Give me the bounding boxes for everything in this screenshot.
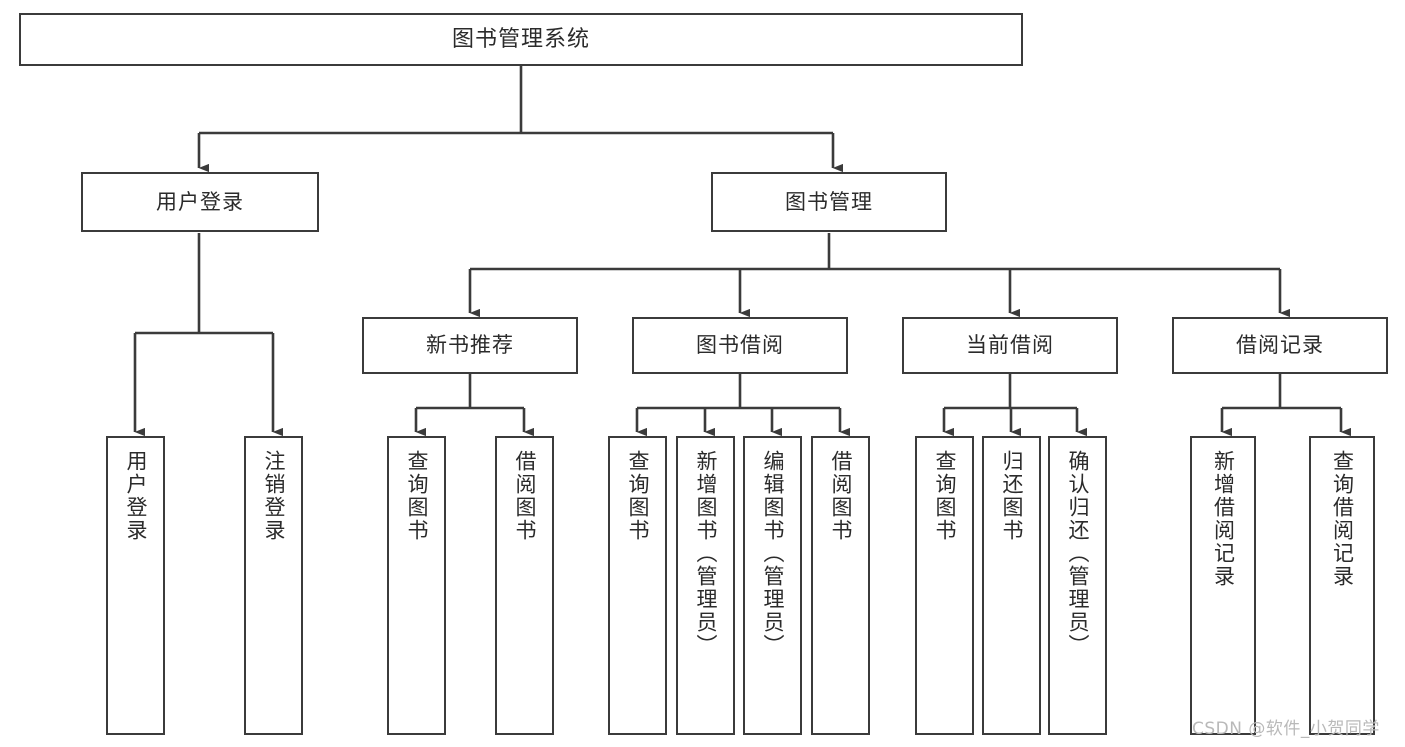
node-leaf-edit-book-admin[interactable]: 编辑图书（管理员） xyxy=(743,436,802,735)
node-label: 借阅图书 xyxy=(513,450,537,542)
csdn-watermark: CSDN @软件_小贺同学 xyxy=(1192,719,1380,739)
node-book-management-system[interactable]: 图书管理系统 xyxy=(19,13,1023,66)
node-borrow-record[interactable]: 借阅记录 xyxy=(1172,317,1388,374)
node-label: 查询图书 xyxy=(626,450,650,542)
node-label: 新增图书（管理员） xyxy=(694,450,718,657)
node-leaf-query-book-borrow[interactable]: 查询图书 xyxy=(608,436,667,735)
node-label: 新增借阅记录 xyxy=(1211,450,1236,588)
node-label: 图书管理系统 xyxy=(451,26,590,52)
node-leaf-query-book-recommendation[interactable]: 查询图书 xyxy=(387,436,446,735)
node-label: 归还图书 xyxy=(1000,450,1024,542)
node-leaf-return-book[interactable]: 归还图书 xyxy=(982,436,1041,735)
node-label: 编辑图书（管理员） xyxy=(761,450,785,657)
node-leaf-add-borrow-record[interactable]: 新增借阅记录 xyxy=(1190,436,1256,735)
node-label: 查询图书 xyxy=(933,450,957,542)
node-book-borrow[interactable]: 图书借阅 xyxy=(632,317,848,374)
node-label: 新书推荐 xyxy=(426,333,514,358)
node-current-borrow[interactable]: 当前借阅 xyxy=(902,317,1118,374)
node-leaf-user-login[interactable]: 用户登录 xyxy=(106,436,165,735)
node-label: 注销登录 xyxy=(262,450,286,542)
node-user-login[interactable]: 用户登录 xyxy=(81,172,319,232)
node-label: 查询借阅记录 xyxy=(1330,450,1355,588)
node-leaf-borrow-book-recommendation[interactable]: 借阅图书 xyxy=(495,436,554,735)
node-leaf-confirm-return-admin[interactable]: 确认归还（管理员） xyxy=(1048,436,1107,735)
node-label: 确认归还（管理员） xyxy=(1066,450,1090,657)
node-leaf-add-book-admin[interactable]: 新增图书（管理员） xyxy=(676,436,735,735)
node-label: 借阅记录 xyxy=(1236,333,1324,358)
node-new-book-recommendation[interactable]: 新书推荐 xyxy=(362,317,578,374)
node-label: 用户登录 xyxy=(156,189,244,214)
node-label: 用户登录 xyxy=(124,450,148,542)
node-leaf-query-borrow-record[interactable]: 查询借阅记录 xyxy=(1309,436,1375,735)
node-book-manage[interactable]: 图书管理 xyxy=(711,172,947,232)
node-leaf-borrow-book[interactable]: 借阅图书 xyxy=(811,436,870,735)
node-leaf-logout[interactable]: 注销登录 xyxy=(244,436,303,735)
node-label: 查询图书 xyxy=(405,450,429,542)
node-label: 图书管理 xyxy=(785,189,873,214)
node-label: 当前借阅 xyxy=(966,333,1054,358)
node-label: 图书借阅 xyxy=(696,333,784,358)
node-leaf-query-book-current[interactable]: 查询图书 xyxy=(915,436,974,735)
node-label: 借阅图书 xyxy=(829,450,853,542)
